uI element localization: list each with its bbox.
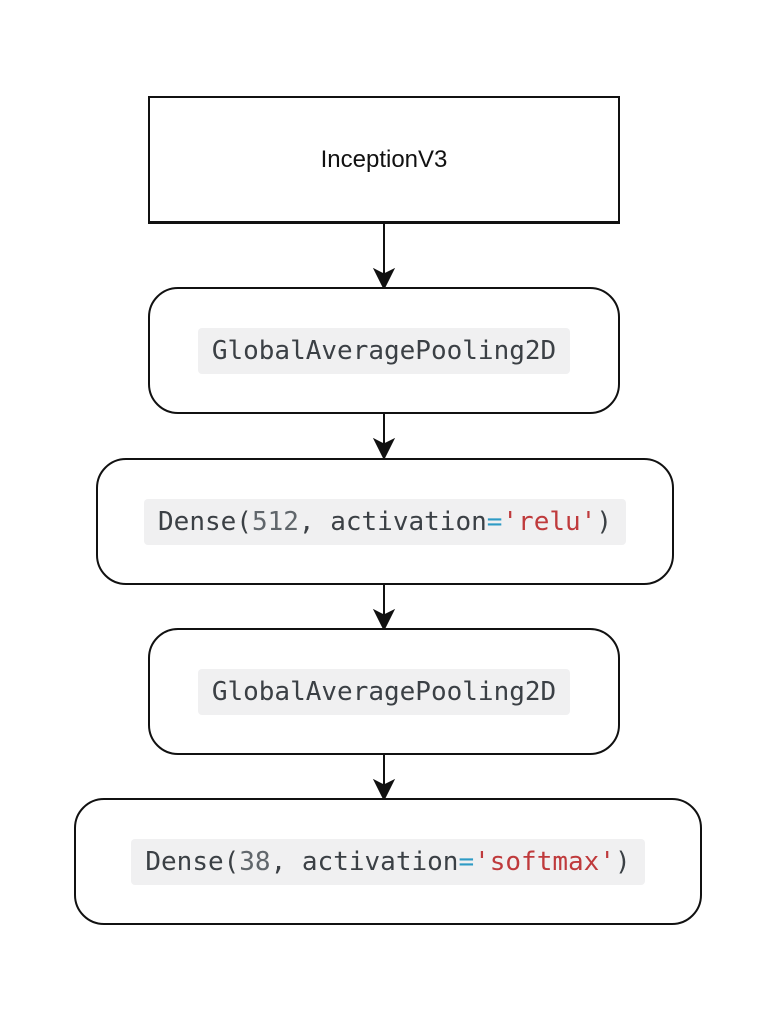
- arrowhead: [372, 437, 396, 459]
- arrowhead: [372, 608, 396, 630]
- arrow-down-icon: [372, 754, 396, 800]
- code-chip: GlobalAveragePooling2D: [197, 327, 571, 374]
- code-token-operator: =: [486, 506, 503, 537]
- arrow-down-icon: [372, 584, 396, 630]
- code-token-layer-name: GlobalAveragePooling2D: [211, 335, 557, 366]
- arrow-down-icon: [372, 223, 396, 289]
- code-token-close-paren: ): [596, 506, 612, 537]
- node-global-average-pooling-1: GlobalAveragePooling2D: [148, 287, 620, 414]
- code-token-number: 38: [239, 846, 271, 877]
- node-global-average-pooling-2: GlobalAveragePooling2D: [148, 628, 620, 755]
- node-dense-softmax: Dense(38, activation='softmax'): [74, 798, 702, 925]
- code-token-number: 512: [251, 506, 299, 537]
- node-inception-v3: InceptionV3: [148, 96, 620, 224]
- code-chip: GlobalAveragePooling2D: [197, 668, 571, 715]
- arrowhead: [372, 778, 396, 800]
- code-token-argument: , activation: [270, 846, 459, 877]
- code-chip: Dense(38, activation='softmax'): [131, 838, 645, 885]
- arrow-down-icon: [372, 413, 396, 459]
- code-token-layer-name: GlobalAveragePooling2D: [211, 676, 557, 707]
- code-token-string: 'softmax': [474, 846, 615, 877]
- arrowhead: [372, 267, 396, 289]
- code-token-operator: =: [458, 846, 475, 877]
- code-token-function: Dense(: [145, 846, 240, 877]
- code-token-argument: , activation: [298, 506, 487, 537]
- code-token-close-paren: ): [614, 846, 631, 877]
- code-token-function: Dense(: [158, 506, 252, 537]
- node-dense-relu: Dense(512, activation='relu'): [96, 458, 674, 585]
- code-chip: Dense(512, activation='relu'): [144, 498, 626, 545]
- node-inception-v3-label: InceptionV3: [320, 145, 448, 173]
- code-token-string: 'relu': [502, 506, 597, 537]
